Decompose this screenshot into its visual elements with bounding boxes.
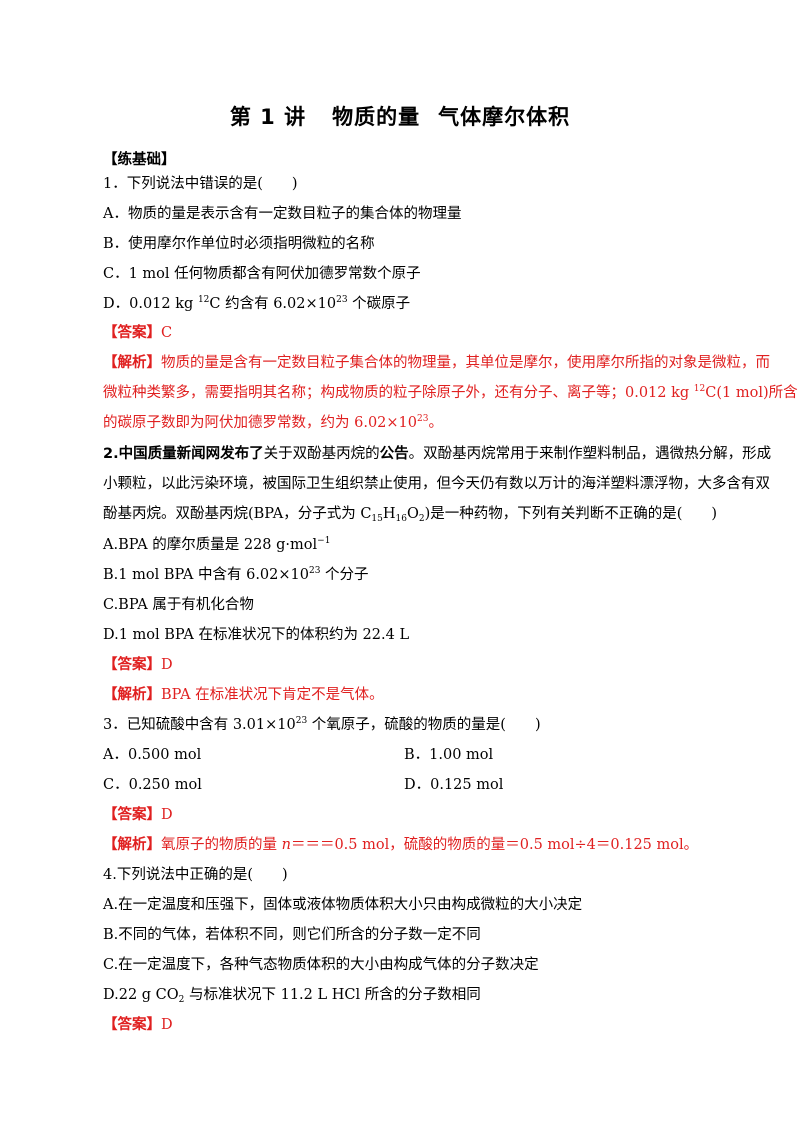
q3-answer: 【答案】D [103, 807, 173, 823]
q3-option-a: A．0.500 mol [103, 747, 202, 763]
q1-option-c: C．1 mol 任何物质都含有阿伏加德罗常数个原子 [103, 266, 421, 282]
q3-option-row1: A．0.500 mol B．1.00 mol [103, 745, 493, 765]
q1-explanation-line3: 的碳原子数即为阿伏加德罗常数，约为 6.02×1023。 [103, 414, 443, 432]
q2-stem-line1: 2.中国质量新闻网发布了关于双酚基丙烷的公告。双酚基丙烷常用于来制作塑料制品，遇… [103, 446, 772, 462]
q1-explanation-line2: 微粒种类繁多，需要指明其名称；构成物质的粒子除原子外，还有分子、离子等；0.01… [103, 384, 798, 402]
q3-explanation: 【解析】氧原子的物质的量 n＝＝＝0.5 mol，硫酸的物质的量＝0.5 mol… [103, 837, 699, 853]
q4-option-b: B.不同的气体，若体积不同，则它们所含的分子数一定不同 [103, 927, 481, 943]
q4-answer: 【答案】D [103, 1017, 173, 1033]
q2-option-d: D.1 mol BPA 在标准状况下的体积约为 22.4 L [103, 627, 410, 643]
q1-answer: 【答案】C [103, 325, 173, 341]
q2-option-a: A.BPA 的摩尔质量是 228 g·mol−1 [103, 536, 331, 554]
q2-stem-line3: 酚基丙烷。双酚基丙烷(BPA，分子式为 C15H16O2)是一种药物，下列有关判… [103, 506, 718, 524]
q4-option-a: A.在一定温度和压强下，固体或液体物质体积大小只由构成微粒的大小决定 [103, 897, 583, 913]
q1-option-a: A．物质的量是表示含有一定数目粒子的集合体的物理量 [103, 206, 462, 222]
q3-option-c: C．0.250 mol [103, 777, 202, 793]
section-heading: 【练基础】 [103, 152, 176, 168]
q2-option-b: B.1 mol BPA 中含有 6.02×1023 个分子 [103, 566, 369, 584]
page-title: 第 1 讲物质的量气体摩尔体积 [229, 105, 571, 129]
q1-stem: 1．下列说法中错误的是( ) [103, 176, 298, 192]
q3-option-b: B．1.00 mol [404, 747, 494, 763]
q4-option-c: C.在一定温度下，各种气态物质体积的大小由构成气体的分子数决定 [103, 957, 539, 973]
q2-stem-line2: 小颗粒，以此污染环境，被国际卫生组织禁止使用，但今天仍有数以万计的海洋塑料漂浮物… [103, 476, 770, 492]
q3-option-d: D．0.125 mol [404, 777, 504, 793]
q2-explanation: 【解析】BPA 在标准状况下肯定不是气体。 [103, 687, 384, 703]
q4-option-d: D.22 g CO2 与标准状况下 11.2 L HCl 所含的分子数相同 [103, 987, 481, 1005]
q1-option-b: B．使用摩尔作单位时必须指明微粒的名称 [103, 236, 375, 252]
q2-option-c: C.BPA 属于有机化合物 [103, 597, 254, 613]
q3-option-row2: C．0.250 mol D．0.125 mol [103, 775, 503, 795]
q3-stem: 3．已知硫酸中含有 3.01×1023 个氧原子，硫酸的物质的量是( ) [103, 716, 541, 734]
q1-option-d: D．0.012 kg 12C 约含有 6.02×1023 个碳原子 [103, 295, 411, 313]
q2-answer: 【答案】D [103, 657, 173, 673]
q4-stem: 4.下列说法中正确的是( ) [103, 867, 288, 883]
q1-explanation-line1: 【解析】物质的量是含有一定数目粒子集合体的物理量，其单位是摩尔，使用摩尔所指的对… [103, 355, 770, 371]
